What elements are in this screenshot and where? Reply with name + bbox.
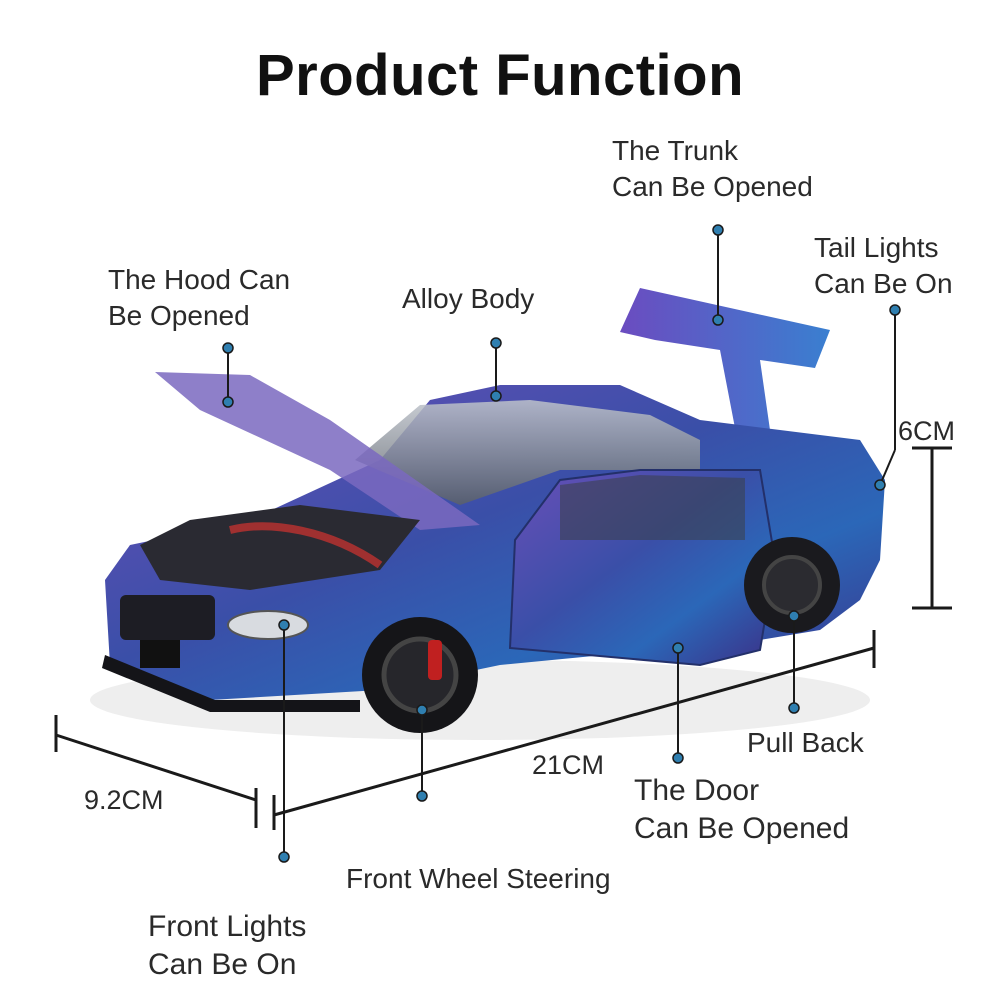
rear-spoiler bbox=[620, 288, 830, 430]
callout-dot-wheel bbox=[416, 704, 428, 716]
label-trunk: The Trunk Can Be Opened bbox=[612, 135, 813, 202]
label-front-wheel: Front Wheel Steering bbox=[346, 863, 611, 894]
callout-dot-pullback-end bbox=[788, 702, 800, 714]
engine-pipe bbox=[229, 522, 383, 569]
callout-dot-tail bbox=[874, 479, 886, 491]
callout-dot-hood-top bbox=[222, 342, 234, 354]
label-tail-lights: Tail Lights Can Be On bbox=[814, 232, 953, 299]
callout-dot-body bbox=[490, 390, 502, 402]
callout-lines bbox=[227, 230, 896, 857]
callout-dot-hood bbox=[222, 396, 234, 408]
callout-dot-body-top bbox=[490, 337, 502, 349]
width-dimension-line bbox=[55, 733, 257, 802]
label-alloy-body: Alloy Body bbox=[402, 283, 535, 314]
page-title: Product Function bbox=[255, 43, 745, 108]
open-hood bbox=[155, 372, 480, 530]
callout-dot-door bbox=[672, 642, 684, 654]
label-hood: The Hood Can Be Opened bbox=[108, 264, 291, 331]
callout-dot-trunk-top bbox=[712, 224, 724, 236]
license-plate bbox=[140, 640, 180, 668]
dimension-width-label: 9.2CM bbox=[84, 785, 164, 815]
dimension-height-label: 6CM bbox=[898, 416, 956, 446]
callout-dot-pullback bbox=[788, 610, 800, 622]
callout-dot-tail-top bbox=[889, 304, 901, 316]
callout-dot-wheel-end bbox=[416, 790, 428, 802]
callout-dot-trunk bbox=[712, 314, 724, 326]
callout-dot-lights bbox=[278, 619, 290, 631]
callout-dot-door-end bbox=[672, 752, 684, 764]
front-headlight bbox=[227, 610, 309, 640]
door-window bbox=[560, 475, 745, 540]
dimension-length-label: 21CM bbox=[532, 750, 605, 780]
label-pull-back: Pull Back bbox=[747, 727, 864, 758]
car-windows bbox=[355, 400, 700, 505]
label-door: The Door Can Be Opened bbox=[634, 774, 850, 845]
dimension-lines bbox=[54, 446, 952, 830]
engine-bay bbox=[140, 505, 420, 590]
callout-dots bbox=[222, 224, 901, 863]
callout-dot-lights-end bbox=[278, 851, 290, 863]
length-dimension-line bbox=[273, 646, 875, 817]
front-bumper-lip bbox=[102, 655, 360, 712]
label-front-lights: Front Lights Can Be On bbox=[148, 910, 307, 981]
car-model bbox=[102, 288, 885, 733]
front-grille bbox=[120, 595, 215, 640]
